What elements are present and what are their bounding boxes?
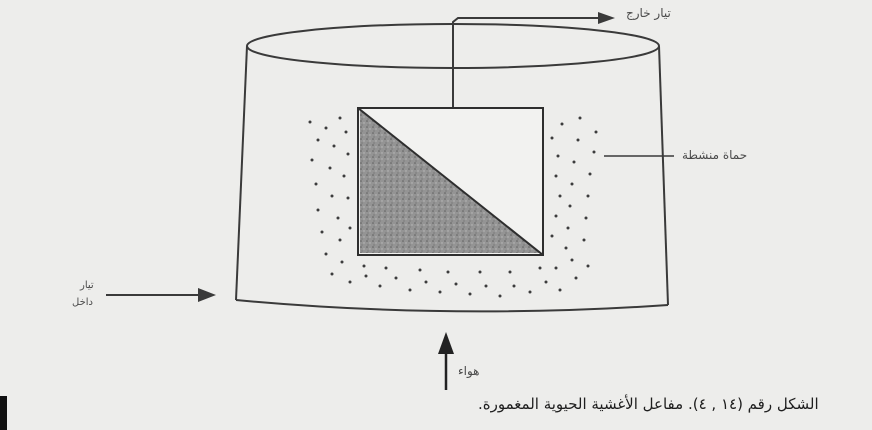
outflow-pipe — [452, 12, 615, 110]
active-film-label: حماة منشطة — [682, 148, 748, 162]
page-edge-shadow — [0, 396, 7, 430]
media-diagonal — [357, 107, 544, 256]
inflow-label-line1: تيار — [80, 280, 94, 291]
inflow-arrow — [106, 288, 216, 302]
tank-left-wall — [235, 45, 248, 301]
air-bubbles — [308, 116, 598, 298]
air-label: هواء — [458, 364, 480, 378]
media-block — [357, 107, 544, 256]
outflow-label: تيار خارج — [626, 6, 671, 20]
figure-caption: الشكل رقم (١٤ , ٤). مفاعل الأغشية الحيوي… — [478, 395, 819, 413]
tank-bottom — [235, 299, 669, 313]
inflow-label-line2: داخل — [72, 297, 93, 308]
tank-right-wall — [658, 45, 669, 306]
air-arrow — [438, 332, 454, 390]
